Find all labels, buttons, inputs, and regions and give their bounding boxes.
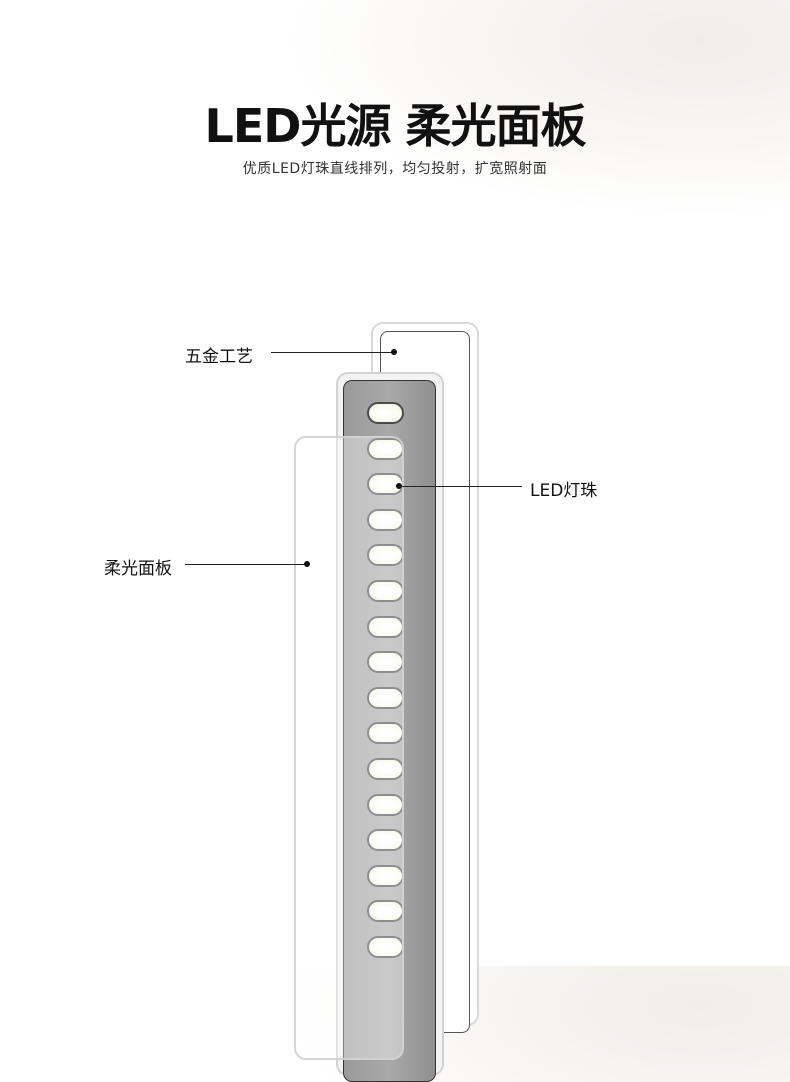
callout-soft-panel-line <box>185 564 309 565</box>
callout-hardware-line <box>271 352 393 353</box>
led-bead <box>367 402 404 424</box>
page-title: LED光源 柔光面板 <box>204 99 587 153</box>
callout-hardware-label: 五金工艺 <box>185 347 253 367</box>
page-subtitle: 优质LED灯珠直线排列，均匀投射，扩宽照射面 <box>242 161 548 177</box>
callout-hardware-dot <box>391 349 397 355</box>
callout-led-label: LED灯珠 <box>530 481 598 501</box>
callout-led-line <box>399 486 522 487</box>
callout-soft-panel-label: 柔光面板 <box>104 559 172 579</box>
callout-soft-panel-dot <box>304 561 310 567</box>
soft-panel-overlay <box>294 436 404 1060</box>
